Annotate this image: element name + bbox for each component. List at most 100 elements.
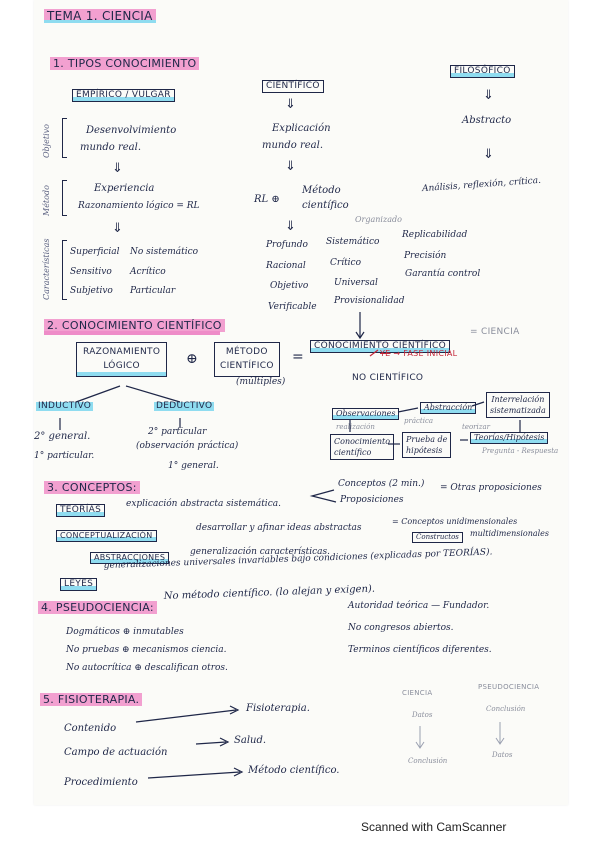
pregunta-respuesta-note: Pregunta - Respuesta bbox=[482, 447, 559, 455]
filosofico-box: FILOSÓFICO bbox=[450, 65, 515, 78]
arrow-down-icon: ⇓ bbox=[112, 161, 123, 176]
pseudo-trait-b: No pruebas ⊕ mecanismos ciencia. bbox=[66, 645, 227, 655]
col1-line-d: Razonamiento lógico = RL bbox=[78, 201, 200, 211]
brace-caracteristicas bbox=[62, 240, 67, 300]
col2-line-l: Precisión bbox=[404, 251, 447, 261]
leyes-box: LEYES bbox=[60, 578, 98, 591]
abstracciones-box: ABSTRACCIONES bbox=[90, 552, 170, 564]
arrow-down-icon: ⇓ bbox=[112, 221, 123, 236]
page-title-text: TEMA 1. CIENCIA bbox=[44, 9, 156, 23]
metodo-label: MÉTODO bbox=[225, 347, 268, 357]
fase-inicial-text: → FASE INICIAL bbox=[393, 349, 458, 358]
section-5-heading: 5. FISIOTERAPIA. bbox=[40, 693, 143, 706]
pseudo-trait-a: Dogmáticos ⊕ inmutables bbox=[66, 627, 184, 637]
conocimiento-line-1: Conocimiento bbox=[334, 437, 391, 446]
razonamiento-label: RAZONAMIENTO bbox=[83, 347, 161, 357]
brace-objetivo bbox=[62, 118, 67, 158]
gray-arrow-head bbox=[495, 737, 505, 745]
teorias-hipotesis-box: Teorías/Hipótesis bbox=[470, 432, 549, 444]
realizacion-note: realización bbox=[336, 423, 375, 431]
pseudociencia-column-head: PSEUDOCIENCIA bbox=[478, 683, 540, 691]
conceptos-note: Conceptos (2 min.) bbox=[338, 479, 425, 489]
section-2-heading: 2. CONOCIMIENTO CIENTÍFICO bbox=[44, 319, 225, 332]
arrow-head bbox=[229, 705, 240, 715]
arrow-line bbox=[195, 741, 227, 745]
branch-line-left bbox=[75, 385, 121, 403]
col1-line-f: No sistemático bbox=[130, 247, 199, 257]
conocimiento-box: Conocimiento científico bbox=[330, 434, 395, 461]
scanner-watermark: Scanned with CamScanner bbox=[361, 820, 507, 834]
connector-line bbox=[397, 407, 419, 413]
section-5-heading-text: 5. FISIOTERAPIA. bbox=[40, 693, 143, 706]
interrelacion-line-1: Interrelación bbox=[491, 395, 545, 404]
proposiciones-note: Proposiciones bbox=[340, 495, 404, 505]
arrow-down-icon: ⇓ bbox=[483, 147, 494, 162]
section-4-heading: 4. PSEUDOCIENCIA: bbox=[38, 601, 157, 614]
fase-inicial-note: YE → FASE INICIAL bbox=[380, 349, 458, 358]
ciencia-datos: Datos bbox=[412, 711, 433, 719]
unidimensionales-note: = Conceptos unidimensionales bbox=[392, 517, 518, 526]
deductivo-step-2: (observación práctica) bbox=[136, 441, 239, 451]
arrow-head bbox=[219, 737, 230, 747]
pseudociencia-datos: Datos bbox=[492, 751, 513, 759]
col2-line-i: Replicabilidad bbox=[402, 230, 468, 240]
arrow-line bbox=[147, 771, 241, 779]
inductivo-step-1: 2° general. bbox=[34, 431, 91, 442]
col1-line-h: Acrítico bbox=[130, 267, 166, 277]
abstracciones-definition: generalización características. bbox=[190, 547, 330, 557]
fisio-row-2-value: Salud. bbox=[234, 735, 267, 746]
interrelacion-line-2: sistematizada bbox=[490, 406, 546, 416]
col2-line-c: RL ⊕ bbox=[254, 194, 280, 205]
interrelacion-box: Interrelación sistematizada bbox=[486, 392, 550, 419]
section-3-heading-text: 3. CONCEPTOS: bbox=[44, 481, 140, 494]
connector-line bbox=[471, 401, 485, 407]
ciencia-conclusion: Conclusión bbox=[408, 757, 448, 765]
multiples-note: (múltiples) bbox=[236, 377, 286, 387]
conceptualizacion-definition: desarrollar y afinar ideas abstractas bbox=[196, 523, 362, 533]
col1-line-e: Superficial bbox=[70, 247, 120, 257]
inductivo-label: INDUCTIVO bbox=[36, 401, 94, 411]
abstraccion-box: Abstracción bbox=[420, 402, 477, 414]
col2-line-f: Organizado bbox=[355, 215, 402, 224]
col2-line-n: Universal bbox=[334, 278, 378, 288]
col2-line-d: Método bbox=[302, 185, 341, 196]
pseudo-trait-d: Autoridad teórica — Fundador. bbox=[348, 601, 490, 611]
teorias-box: TEORÍAS bbox=[56, 504, 106, 517]
col1-line-c: Experiencia bbox=[94, 183, 155, 194]
fisio-row-1-value: Fisioterapia. bbox=[246, 703, 310, 714]
arrow-down-icon: ⇓ bbox=[285, 97, 296, 112]
col2-line-p: Verificable bbox=[268, 302, 317, 312]
teorizar-note: teorizar bbox=[462, 423, 490, 431]
otras-proposiciones-note: = Otras proposiciones bbox=[440, 483, 542, 493]
arrow-down-icon: ⇓ bbox=[483, 88, 494, 103]
red-arrow-line bbox=[369, 349, 379, 357]
less-than-arrow bbox=[309, 489, 337, 503]
col1-line-g: Sensitivo bbox=[70, 267, 112, 277]
prueba-line-2: hipótesis bbox=[406, 446, 443, 456]
prueba-box: Prueba de hipótesis bbox=[402, 432, 452, 459]
section-3-heading: 3. CONCEPTOS: bbox=[44, 481, 140, 494]
pink-underline bbox=[44, 331, 220, 335]
fisio-row-2-label: Campo de actuación bbox=[64, 747, 168, 758]
arrow-head bbox=[355, 331, 365, 340]
col2-line-j: Racional bbox=[266, 261, 306, 271]
prueba-line-1: Prueba de bbox=[406, 435, 448, 444]
notebook-paper bbox=[34, 0, 568, 805]
col3-line-a: Abstracto bbox=[462, 115, 512, 126]
col2-line-b: mundo real. bbox=[262, 140, 324, 151]
col2-line-a: Explicación bbox=[272, 123, 331, 134]
section-4-heading-text: 4. PSEUDOCIENCIA: bbox=[38, 601, 157, 614]
conocimiento-line-2: científico bbox=[334, 448, 372, 458]
metodo-box: MÉTODO CIENTÍFICO bbox=[214, 342, 280, 377]
observaciones-box: Observaciones bbox=[332, 408, 400, 420]
col2-line-k: Crítico bbox=[330, 258, 362, 268]
col1-line-j: Particular bbox=[130, 286, 176, 296]
col2-line-m: Objetivo bbox=[270, 281, 309, 291]
col2-line-o: Garantía control bbox=[405, 269, 481, 279]
practica-note: práctica bbox=[404, 417, 434, 425]
col2-line-q: Provisionalidad bbox=[334, 296, 405, 306]
inductivo-step-2: 1° particular. bbox=[34, 451, 95, 461]
empirico-box: EMPÍRICO / VULGAR bbox=[72, 89, 175, 102]
arrow-line bbox=[135, 709, 237, 723]
cientifico-label: CIENTÍFICO bbox=[220, 360, 274, 371]
